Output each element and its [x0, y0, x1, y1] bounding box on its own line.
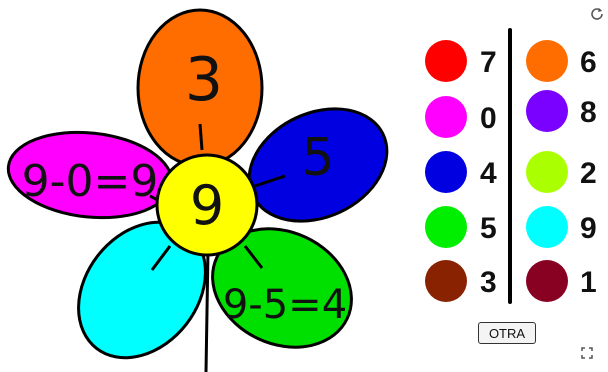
- petal-bottom-right-text: 9-5=4: [223, 282, 347, 328]
- center-number: 9: [190, 174, 224, 237]
- swatch-magenta[interactable]: [425, 96, 467, 138]
- swatch-green[interactable]: [425, 206, 467, 248]
- legend-value: 5: [480, 214, 497, 244]
- swatch-brown[interactable]: [425, 260, 467, 302]
- petal-left-text: 9-0=9: [22, 156, 159, 207]
- fullscreen-icon[interactable]: [580, 346, 594, 360]
- legend-value: 2: [580, 159, 597, 189]
- swatch-lime[interactable]: [526, 151, 568, 193]
- legend-divider: [508, 28, 512, 304]
- legend-value: 3: [480, 268, 497, 298]
- refresh-icon[interactable]: [590, 6, 604, 20]
- swatch-red[interactable]: [425, 40, 467, 82]
- legend-value: 7: [480, 48, 497, 78]
- petal-right-text: 5: [301, 128, 334, 188]
- legend-value: 0: [480, 104, 497, 134]
- legend-value: 6: [580, 48, 597, 78]
- swatch-maroon[interactable]: [526, 260, 568, 302]
- flower-drawing: 9 3 5 9-0=9 9-5=4: [0, 0, 400, 372]
- swatch-cyan[interactable]: [526, 206, 568, 248]
- legend-value: 1: [580, 268, 597, 298]
- legend-value: 8: [580, 98, 597, 128]
- swatch-purple[interactable]: [526, 90, 568, 132]
- swatch-blue[interactable]: [425, 151, 467, 193]
- swatch-orange[interactable]: [526, 40, 568, 82]
- legend-value: 4: [480, 159, 497, 189]
- legend-value: 9: [580, 214, 597, 244]
- otra-button[interactable]: OTRA: [478, 322, 536, 344]
- petal-top-text: 3: [185, 45, 223, 115]
